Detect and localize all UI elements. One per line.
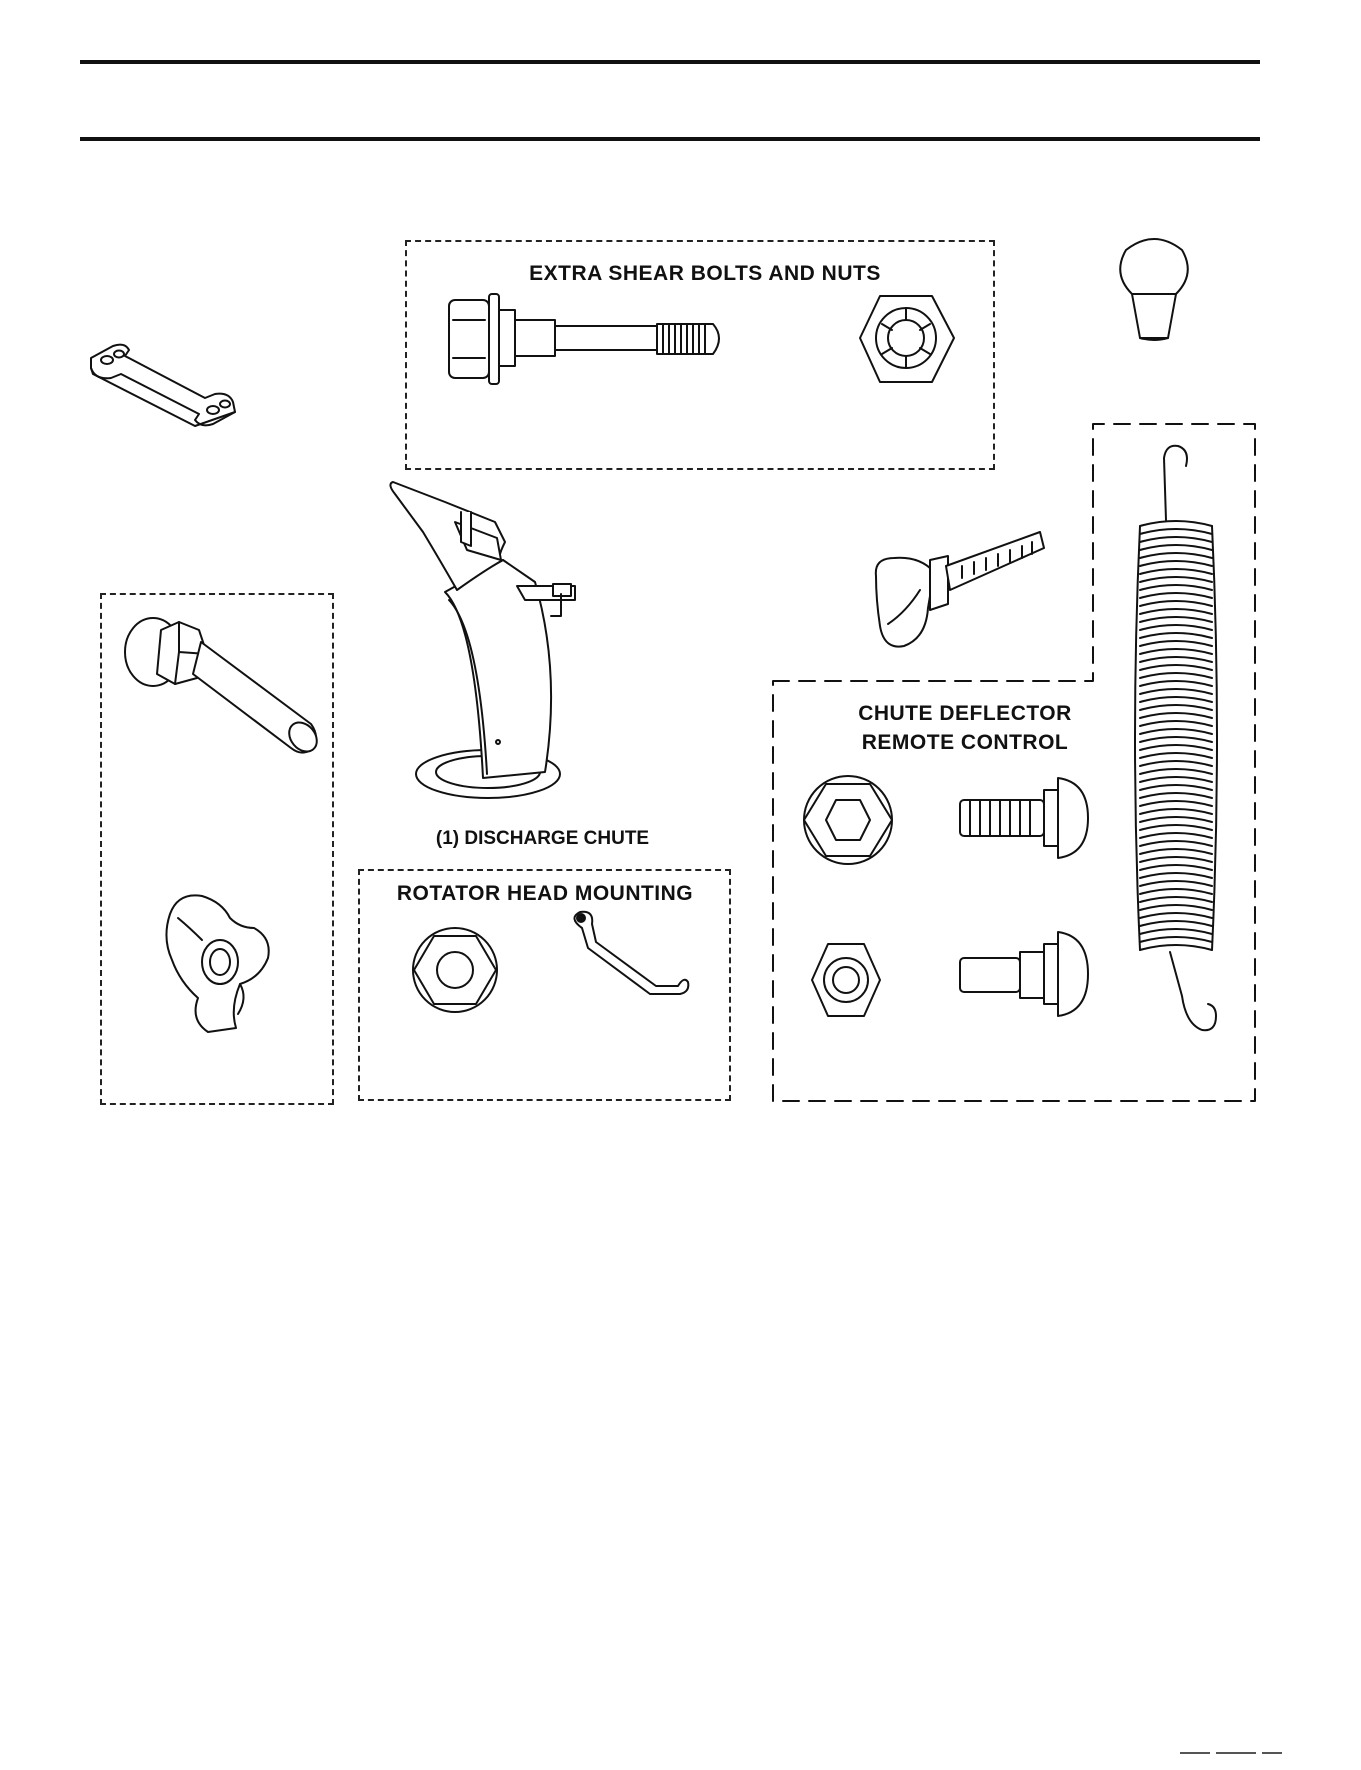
wing-knob-icon [160, 888, 280, 1038]
shear-lock-nut-icon [858, 290, 958, 390]
shift-knob-icon [1110, 234, 1200, 344]
flange-nut-icon [410, 922, 500, 1018]
flange-lock-nut-icon [800, 770, 896, 870]
wire-clip-icon [560, 910, 700, 1000]
extra-shear-label: EXTRA SHEAR BOLTS AND NUTS [505, 262, 905, 286]
shoulder-bolt-icon [115, 608, 325, 758]
remote-control-knob-icon [870, 518, 1050, 653]
chute-deflector-label-2: REMOTE CONTROL [830, 731, 1100, 755]
extension-spring-icon [1130, 440, 1220, 1040]
chute-deflector-label-1: CHUTE DEFLECTOR [830, 702, 1100, 726]
discharge-chute-icon [385, 482, 615, 802]
discharge-chute-caption: (1) DISCHARGE CHUTE [420, 828, 665, 850]
shear-bolt-icon [445, 292, 790, 392]
hex-nut-icon [808, 940, 884, 1020]
shoulder-carriage-bolt-icon [960, 928, 1090, 1018]
footer-marks [1180, 1752, 1330, 1756]
carriage-bolt-icon [960, 772, 1090, 862]
link-plate-icon [85, 338, 255, 438]
rotator-head-label: ROTATOR HEAD MOUNTING [375, 882, 715, 906]
